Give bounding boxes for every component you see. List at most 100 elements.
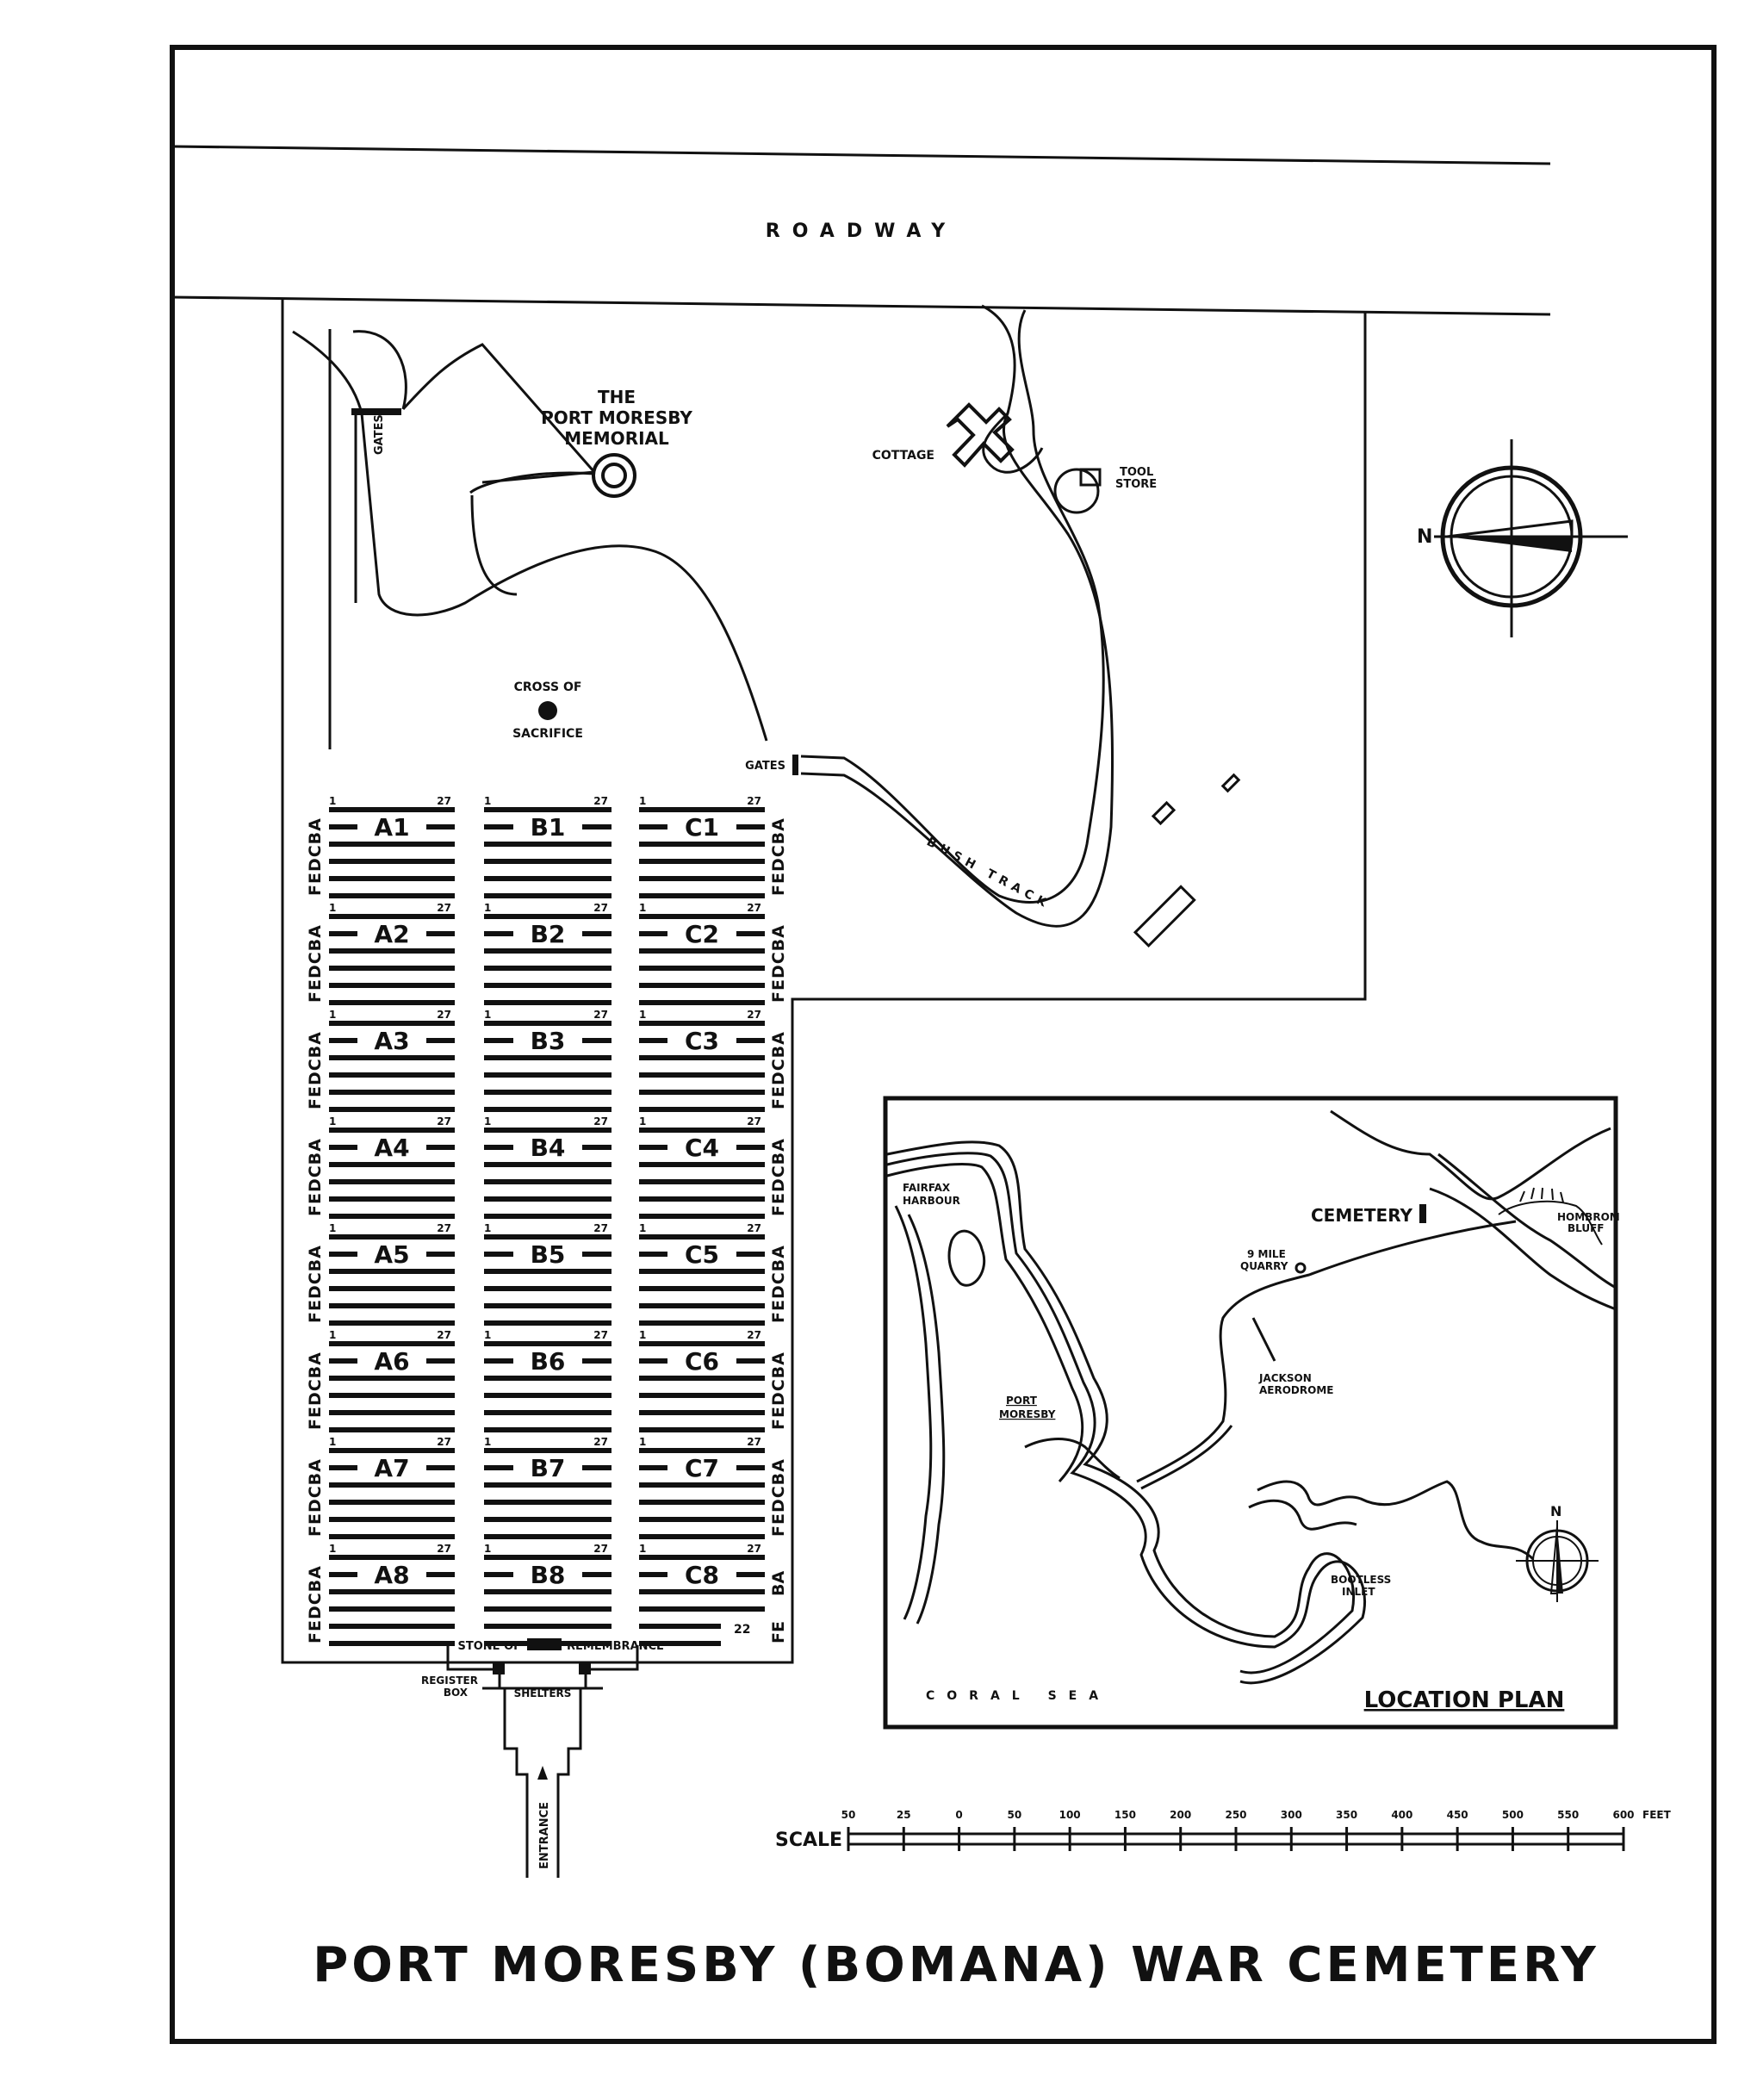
grave-number-last: 27: [593, 1009, 608, 1021]
entrance-path: [446, 1645, 639, 1878]
location-port-moresby-2: MORESBY: [999, 1408, 1056, 1420]
plot-label: C3: [685, 1027, 719, 1055]
grave-number-last: 27: [437, 902, 451, 914]
shelters-label: SHELTERS: [514, 1687, 572, 1699]
location-hombrom-bluff-2: BLUFF: [1568, 1222, 1605, 1234]
memorial-drive: [292, 330, 768, 742]
scale-tick-label: 50: [1008, 1809, 1022, 1821]
grave-number-first: 1: [329, 1329, 336, 1341]
grave-number-last: 27: [747, 1436, 761, 1448]
grave-number-last: 27: [593, 795, 608, 807]
location-jackson-aerodrome-2: AERODROME: [1259, 1384, 1333, 1396]
row-letters: FEDCBA: [306, 817, 325, 896]
register-box-label-2: BOX: [444, 1687, 469, 1699]
location-north-arrow: [1516, 1520, 1599, 1602]
location-coral-sea-label: CORAL SEA: [926, 1689, 1110, 1703]
scale-tick-label: 150: [1114, 1809, 1136, 1821]
row-letters: FEDCBA: [306, 1458, 325, 1537]
grave-number-first: 1: [484, 1329, 491, 1341]
plot-label: C1: [685, 813, 719, 842]
plot-label: C7: [685, 1454, 719, 1482]
scale-unit: FEET: [1642, 1809, 1672, 1821]
row-letters: FEDCBA: [769, 817, 788, 896]
location-cemetery-label: CEMETERY: [1311, 1205, 1413, 1226]
location-quarry-1: 9 MILE: [1247, 1248, 1286, 1260]
location-bootless-inlet-2: INLET: [1342, 1586, 1375, 1598]
grave-number-last: 27: [593, 1222, 608, 1234]
grave-number-first: 1: [484, 1222, 491, 1234]
location-fairfax-harbour-2: HARBOUR: [903, 1195, 960, 1207]
row-letters: FEDCBA: [306, 1031, 325, 1109]
grave-number-last: 27: [593, 1329, 608, 1341]
grave-number-last: 27: [437, 1222, 451, 1234]
plot-label: A8: [374, 1561, 409, 1589]
scale-tick-label: 350: [1336, 1809, 1357, 1821]
plot-label: B1: [531, 813, 566, 842]
plot-label: C5: [685, 1240, 719, 1269]
grave-number-first: 1: [639, 795, 646, 807]
north-label: N: [1417, 526, 1432, 548]
grave-number-last: 27: [437, 1436, 451, 1448]
grave-number-first: 1: [484, 1543, 491, 1555]
grave-number-last: 27: [437, 1329, 451, 1341]
plot-label: C6: [685, 1347, 719, 1376]
cemetery-boundary: [281, 300, 1367, 1664]
gates-side: [792, 755, 798, 775]
cross-of-sacrifice-label-1: CROSS OF: [514, 680, 582, 694]
grave-number-first: 1: [639, 1222, 646, 1234]
grave-number-short: 22: [734, 1623, 750, 1637]
grave-number-last: 27: [747, 1329, 761, 1341]
grave-number-first: 1: [484, 1436, 491, 1448]
location-north-label: N: [1550, 1503, 1561, 1519]
tool-store-label-2: STORE: [1115, 478, 1157, 491]
plot-label: A6: [374, 1347, 409, 1376]
cross-of-sacrifice-symbol: [538, 701, 557, 720]
grave-number-first: 1: [639, 1115, 646, 1128]
scale-tick-label: 300: [1281, 1809, 1302, 1821]
remembrance-label: REMEMBRANCE: [567, 1640, 664, 1653]
gates-top-label: GATES: [373, 414, 386, 455]
location-bootless-inlet-1: BOOTLESS: [1331, 1574, 1391, 1586]
grave-number-first: 1: [639, 1009, 646, 1021]
row-letters: FEDCBA: [306, 1138, 325, 1216]
grave-number-first: 1: [329, 1436, 336, 1448]
north-arrow: [1434, 439, 1628, 637]
row-letters: FE: [769, 1621, 788, 1643]
grave-number-first: 1: [329, 1543, 336, 1555]
scale-tick-label: 0: [955, 1809, 962, 1821]
row-letters: BA: [769, 1571, 788, 1596]
row-letters: FEDCBA: [769, 924, 788, 1003]
location-quarry-2: QUARRY: [1240, 1260, 1288, 1272]
memorial-label-3: MEMORIAL: [564, 428, 669, 449]
grave-number-last: 27: [747, 902, 761, 914]
scale-tick-label: 25: [897, 1809, 911, 1821]
plot-label: A1: [374, 813, 409, 842]
scale-label: SCALE: [775, 1830, 842, 1851]
location-cemetery-marker: [1419, 1204, 1426, 1223]
stone-of-label: STONE OF: [458, 1640, 522, 1653]
shelter-left: [493, 1662, 505, 1674]
grave-number-last: 27: [437, 795, 451, 807]
row-letters: FEDCBA: [306, 1351, 325, 1430]
location-hombrom-bluff-1: HOMBROM: [1557, 1211, 1620, 1223]
grave-number-first: 1: [639, 902, 646, 914]
plot-label: B2: [531, 920, 566, 948]
grave-number-last: 27: [593, 902, 608, 914]
plot-label: B8: [531, 1561, 566, 1589]
gates-side-label: GATES: [745, 760, 785, 773]
cottage-driveway: [800, 304, 1114, 928]
location-plan-title: LOCATION PLAN: [1364, 1687, 1565, 1713]
plot-label: A3: [374, 1027, 409, 1055]
row-letters: FEDCBA: [769, 1245, 788, 1323]
plot-label: B7: [531, 1454, 566, 1482]
row-letters: FEDCBA: [306, 1245, 325, 1323]
grave-number-first: 1: [484, 902, 491, 914]
grave-number-last: 27: [593, 1543, 608, 1555]
map-frame: [170, 45, 1717, 2044]
grave-number-first: 1: [329, 1115, 336, 1128]
grave-number-last: 27: [437, 1543, 451, 1555]
shelter-right: [579, 1662, 591, 1674]
grave-number-first: 1: [484, 1009, 491, 1021]
